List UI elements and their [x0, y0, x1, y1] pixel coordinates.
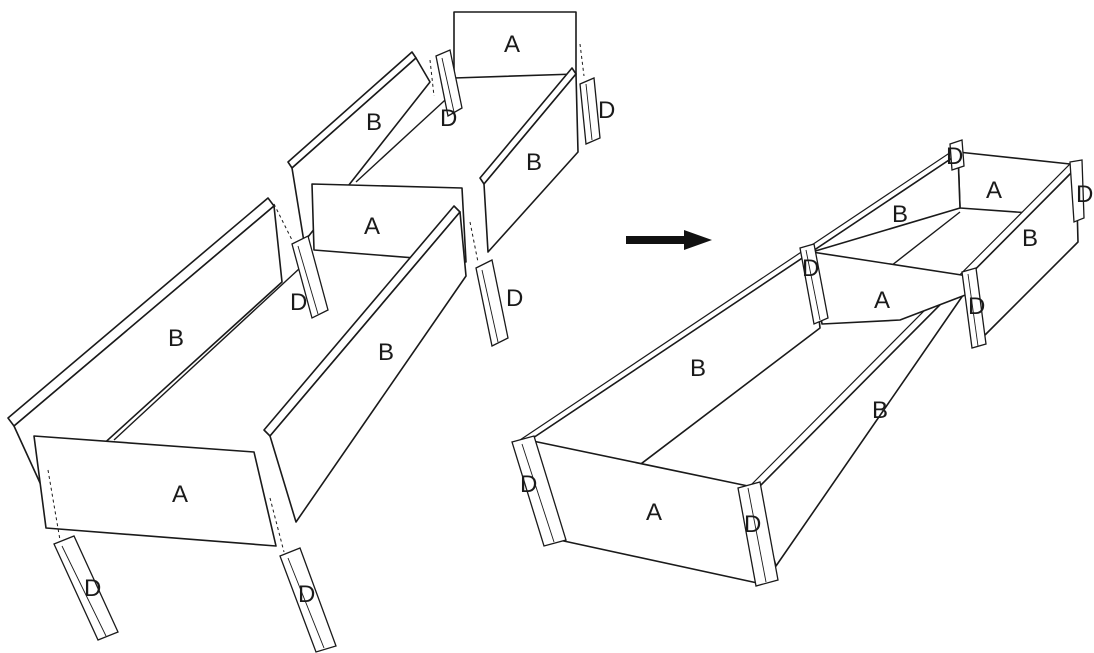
label-b-front-left: B: [168, 325, 184, 352]
label-d-middle-left: D: [290, 289, 307, 316]
label-d-middle-right: D: [506, 285, 523, 312]
label-assembled-b-left: B: [690, 355, 706, 382]
panel-b-front-right-face: [269, 211, 467, 523]
post-d-top-left: [429, 49, 463, 118]
label-assembled-d-back-right: D: [1076, 181, 1093, 208]
assembled-post-d-back: [949, 139, 965, 171]
assembled-post-d-front-left: [511, 435, 567, 547]
label-b-top-right: B: [526, 149, 542, 176]
label-assembled-d-middle-left: D: [802, 255, 819, 282]
panel-b-front-left-face: [13, 205, 283, 497]
post-d-bottom-left: [47, 469, 119, 641]
label-d-bottom-right: D: [298, 581, 315, 608]
label-a-back-top: A: [504, 31, 520, 58]
label-assembled-d-front-right: D: [744, 511, 761, 538]
assembled-post-d-front-right: [737, 481, 779, 587]
label-b-front-right: B: [378, 339, 394, 366]
label-assembled-a-front: A: [646, 499, 662, 526]
post-d-top-right: [579, 43, 601, 145]
label-d-bottom-left: D: [84, 575, 101, 602]
exploded-view: A B D D B A D D B B A D D: [7, 11, 615, 653]
label-b-top-left: B: [366, 109, 382, 136]
right-arrow-icon: [626, 230, 712, 250]
post-d-middle-left: [273, 203, 329, 319]
label-assembled-d-front-left: D: [520, 471, 537, 498]
post-d-bottom-right: [269, 497, 337, 653]
assembled-post-d-middle-right: [961, 267, 987, 349]
assembled-view: D A D B B D A D B B D A D: [511, 139, 1093, 587]
label-d-top-left: D: [440, 105, 457, 132]
label-assembled-b-right: B: [872, 397, 888, 424]
label-assembled-a-middle: A: [874, 287, 890, 314]
label-a-middle: A: [364, 213, 380, 240]
panel-a-front: [33, 435, 277, 547]
label-assembled-a-back: A: [986, 177, 1002, 204]
label-d-top-right: D: [598, 97, 615, 124]
label-assembled-d-back: D: [946, 143, 963, 170]
post-d-middle-right: [469, 221, 509, 347]
label-a-front: A: [172, 481, 188, 508]
label-assembled-b-back-right: B: [1022, 225, 1038, 252]
assembled-post-d-back-right: [1069, 159, 1085, 223]
label-assembled-d-middle-right: D: [968, 293, 985, 320]
label-assembled-b-back-left: B: [892, 201, 908, 228]
assembled-post-d-middle-left: [799, 243, 829, 325]
panel-b-top-right-face: [483, 73, 579, 253]
